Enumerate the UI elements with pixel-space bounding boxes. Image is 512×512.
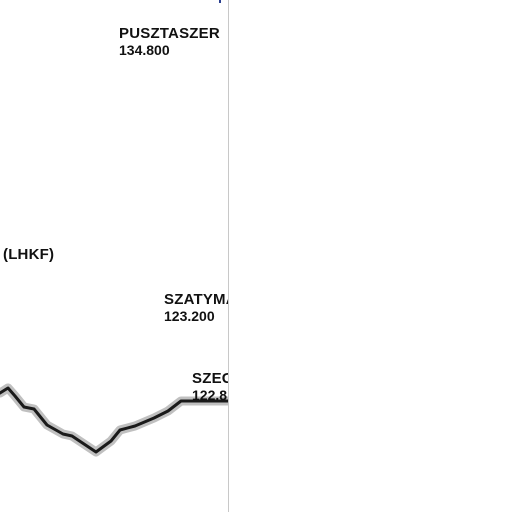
label-lhkf-name: (LHKF) bbox=[3, 246, 55, 263]
label-szeged: SZEGED 122.8 bbox=[192, 370, 228, 404]
border-line-layer bbox=[0, 383, 228, 457]
label-szatymaz-name: SZATYMAZ bbox=[164, 291, 228, 308]
label-pusztaszer-name: PUSZTASZER bbox=[119, 25, 220, 42]
label-szatymaz: SZATYMAZ 123.200 bbox=[164, 291, 228, 325]
tile-seam bbox=[228, 0, 229, 512]
label-pusztaszer: PUSZTASZER 134.800 bbox=[119, 25, 220, 59]
label-szeged-name: SZEGED bbox=[192, 370, 228, 387]
label-szeged-freq: 122.8 bbox=[192, 387, 228, 403]
label-lhkf: (LHKF) bbox=[3, 247, 54, 263]
label-pusztaszer-freq: 134.800 bbox=[119, 42, 170, 58]
top-edge-tick bbox=[219, 0, 221, 3]
label-szatymaz-freq: 123.200 bbox=[164, 308, 215, 324]
unloaded-tile-area[interactable] bbox=[229, 0, 512, 512]
chart-map-tile[interactable]: PUSZTASZER 134.800 (LHKF) SZATYMAZ 123.2… bbox=[0, 0, 228, 512]
border-line bbox=[0, 386, 228, 454]
